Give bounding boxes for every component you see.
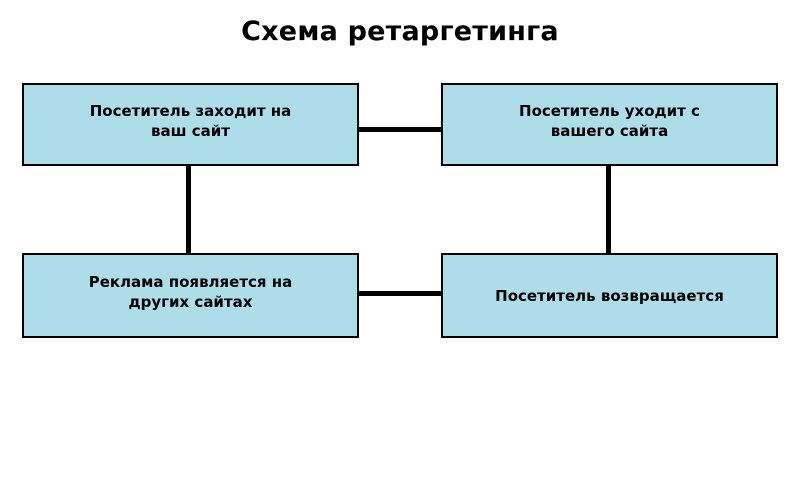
connector-leaves-to-returns — [606, 164, 611, 255]
node-visitor-returns-label: Посетитель возвращается — [495, 286, 724, 305]
node-ads-shown-label: Реклама появляется на других сайтах — [88, 272, 293, 311]
node-visitor-returns[interactable]: Посетитель возвращается — [441, 253, 778, 338]
page-title: Схема ретаргетинга — [241, 16, 559, 47]
node-visitor-leaves[interactable]: Посетитель уходит с вашего сайта — [441, 83, 778, 166]
connector-ads-to-enters — [186, 164, 191, 255]
connector-returns-to-ads — [357, 291, 443, 296]
node-visitor-enters[interactable]: Посетитель заходит на ваш сайт — [22, 83, 359, 166]
node-visitor-leaves-label: Посетитель уходит с вашего сайта — [519, 101, 700, 140]
node-visitor-enters-label: Посетитель заходит на ваш сайт — [89, 101, 292, 140]
connector-enters-to-leaves — [357, 127, 443, 132]
node-ads-shown[interactable]: Реклама появляется на других сайтах — [22, 253, 359, 338]
